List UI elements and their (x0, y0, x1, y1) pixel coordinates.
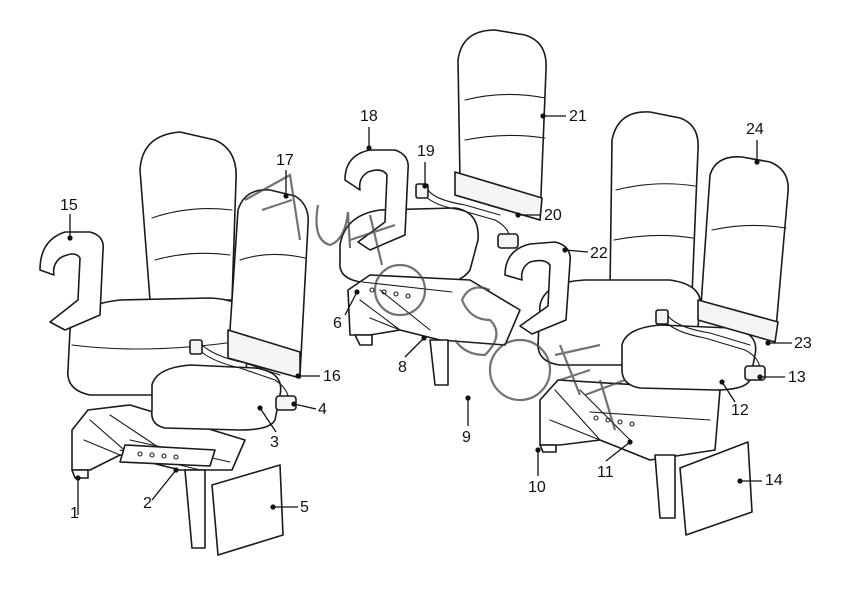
leader-dot-11 (627, 439, 633, 445)
callout-15: 15 (60, 197, 78, 241)
leader-line-6 (344, 291, 358, 316)
callout-number-3: 3 (270, 434, 279, 451)
callout-number-23: 23 (794, 335, 812, 352)
callout-number-14: 14 (765, 472, 783, 489)
leader-dot-22 (562, 247, 568, 253)
leader-line-12 (721, 381, 736, 403)
callout-2: 2 (143, 467, 179, 512)
callout-17: 17 (276, 152, 294, 199)
callout-number-1: 1 (70, 505, 79, 522)
callout-23: 23 (765, 335, 812, 352)
callout-11: 11 (597, 439, 633, 481)
leader-dot-3 (257, 405, 263, 411)
callout-number-24: 24 (746, 121, 764, 138)
leader-line-4 (293, 403, 317, 410)
leader-line-22 (564, 249, 589, 253)
right-rear-backrest (609, 111, 699, 296)
leader-dot-20 (515, 212, 521, 218)
callout-1: 1 (70, 475, 81, 522)
center-seat-assembly (339, 29, 547, 386)
leader-dot-10 (535, 447, 541, 453)
callout-18: 18 (360, 108, 378, 151)
leader-dot-12 (719, 379, 725, 385)
callout-number-4: 4 (318, 401, 327, 418)
callout-6: 6 (333, 289, 360, 332)
leader-dot-23 (765, 340, 771, 346)
right-seat-belt (661, 317, 761, 371)
callout-3: 3 (257, 405, 279, 451)
leader-dot-1 (75, 475, 81, 481)
center-tall-backrest (454, 29, 547, 221)
callout-12: 12 (719, 379, 749, 419)
leader-dot-15 (67, 235, 73, 241)
callout-number-12: 12 (731, 402, 749, 419)
right-small-backrest (697, 156, 789, 341)
callout-9: 9 (462, 395, 471, 446)
callout-22: 22 (562, 245, 608, 262)
left-small-backrest (227, 189, 310, 376)
left-seat-rail (119, 444, 216, 467)
leader-dot-21 (540, 113, 546, 119)
leader-dot-14 (737, 478, 743, 484)
callout-number-6: 6 (333, 315, 342, 332)
right-back-panel (679, 441, 753, 536)
callout-number-9: 9 (462, 429, 471, 446)
left-small-cushion (150, 364, 282, 431)
callout-number-17: 17 (276, 152, 294, 169)
callout-number-5: 5 (300, 499, 309, 516)
center-seat-belt (421, 191, 511, 241)
callout-number-18: 18 (360, 108, 378, 125)
callout-19: 19 (417, 143, 435, 189)
left-seat-assembly (39, 131, 310, 556)
left-rear-backrest (139, 131, 237, 301)
leader-dot-17 (283, 193, 289, 199)
leader-dot-9 (465, 395, 471, 401)
left-seat-belt (194, 344, 289, 403)
callout-number-2: 2 (143, 495, 152, 512)
right-seat-frame (539, 379, 721, 461)
leader-line-8 (404, 337, 425, 358)
callout-number-22: 22 (590, 245, 608, 262)
autosoft-watermark (244, 173, 626, 431)
callout-number-10: 10 (528, 479, 546, 496)
callout-number-13: 13 (788, 369, 806, 386)
leader-dot-6 (354, 289, 360, 295)
left-back-panel (211, 464, 284, 556)
center-seat-cushion (339, 207, 479, 286)
leader-line-2 (151, 469, 177, 501)
callout-8: 8 (398, 335, 427, 376)
leader-dot-8 (421, 335, 427, 341)
leader-dot-4 (291, 401, 297, 407)
callout-10: 10 (528, 447, 546, 496)
callout-number-21: 21 (569, 108, 587, 125)
leader-line-3 (259, 407, 277, 433)
leader-dot-18 (366, 145, 372, 151)
leader-dot-13 (757, 374, 763, 380)
leader-dot-19 (422, 183, 428, 189)
left-armrest (39, 231, 105, 331)
callout-13: 13 (757, 369, 806, 386)
callout-4: 4 (291, 401, 327, 418)
leader-dot-24 (754, 159, 760, 165)
callout-24: 24 (746, 121, 764, 165)
callout-20: 20 (515, 207, 562, 224)
leader-dot-16 (295, 373, 301, 379)
right-armrest (504, 241, 572, 335)
callout-number-19: 19 (417, 143, 435, 160)
callout-number-8: 8 (398, 359, 407, 376)
callout-16: 16 (295, 368, 341, 385)
leader-dot-5 (270, 504, 276, 510)
callout-number-15: 15 (60, 197, 78, 214)
callout-number-16: 16 (323, 368, 341, 385)
leader-line-11 (605, 441, 631, 462)
callout-14: 14 (737, 472, 783, 489)
callout-5: 5 (270, 499, 309, 516)
right-seat-assembly (504, 111, 789, 536)
leader-dot-2 (173, 467, 179, 473)
callout-number-11: 11 (597, 464, 614, 481)
callout-number-20: 20 (544, 207, 562, 224)
callout-21: 21 (540, 108, 587, 125)
